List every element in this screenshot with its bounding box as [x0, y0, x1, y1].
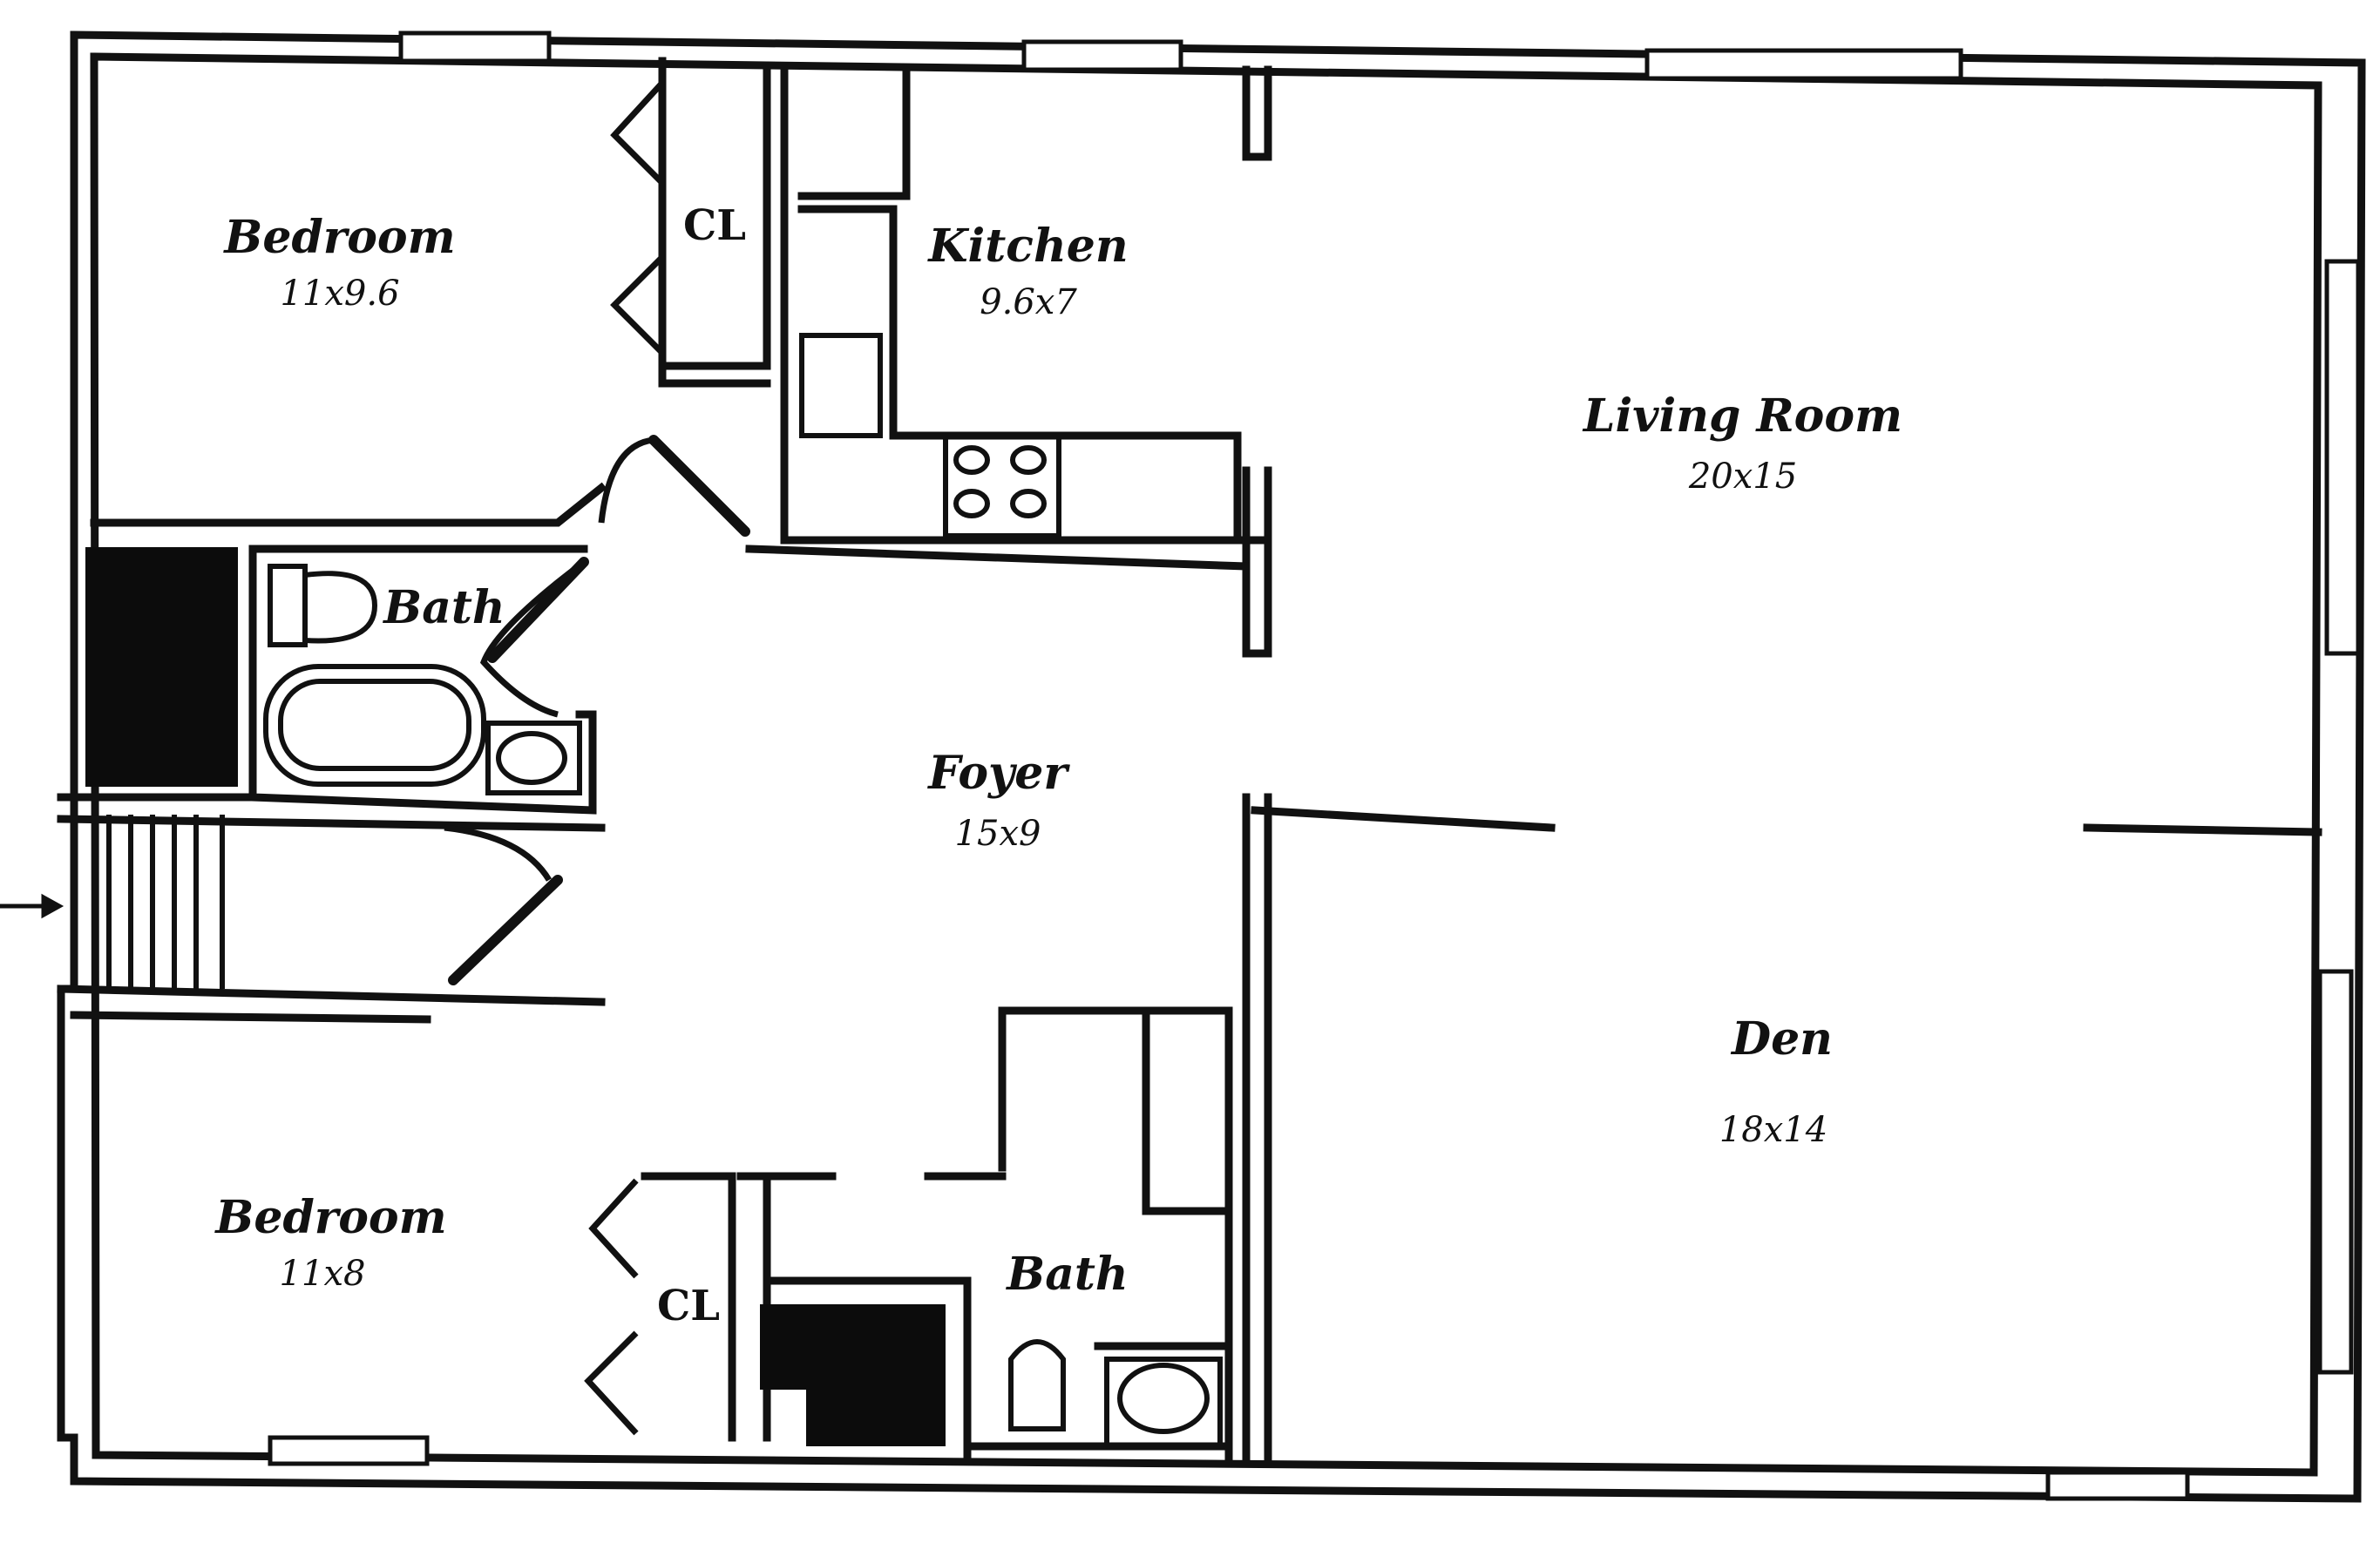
- living-room-name: Living Room: [1582, 389, 1902, 443]
- foyer-dims: 15x9: [955, 814, 1041, 854]
- labels: Bedroom 11x9.6 CL Kitchen 9.6x7 Living R…: [214, 201, 1902, 1330]
- bath-bottom-name: Bath: [1005, 1248, 1128, 1301]
- foyer-name: Foyer: [926, 747, 1070, 800]
- kitchen-fixtures: [799, 333, 1061, 538]
- bedroom-bottom-name: Bedroom: [214, 1191, 446, 1244]
- kitchen-name: Kitchen: [926, 220, 1128, 273]
- kitchen-dims: 9.6x7: [980, 282, 1077, 322]
- doors: [444, 435, 750, 985]
- solid-fills: [85, 547, 946, 1446]
- bedroom-bottom-dims: 11x8: [280, 1254, 366, 1294]
- bedroom-top-dims: 11x9.6: [280, 274, 399, 314]
- bath-top-fixtures: [263, 564, 582, 795]
- interior-walls: [57, 57, 2322, 1468]
- bath-bottom-fixtures: [1008, 1339, 1223, 1449]
- windows: [268, 30, 2361, 1501]
- bath-top-name: Bath: [382, 581, 505, 634]
- closet-doors-bottom: [584, 1178, 639, 1436]
- bedroom-top-name: Bedroom: [222, 211, 455, 264]
- den-dims: 18x14: [1719, 1110, 1827, 1150]
- closet-bottom-label: CL: [657, 1282, 720, 1330]
- closet-doors-top: [610, 80, 665, 355]
- entry-steps: [106, 815, 225, 989]
- entry-arrow: [0, 893, 64, 919]
- living-room-dims: 20x15: [1688, 457, 1797, 497]
- den-name: Den: [1730, 1012, 1833, 1066]
- closet-top-label: CL: [683, 201, 746, 250]
